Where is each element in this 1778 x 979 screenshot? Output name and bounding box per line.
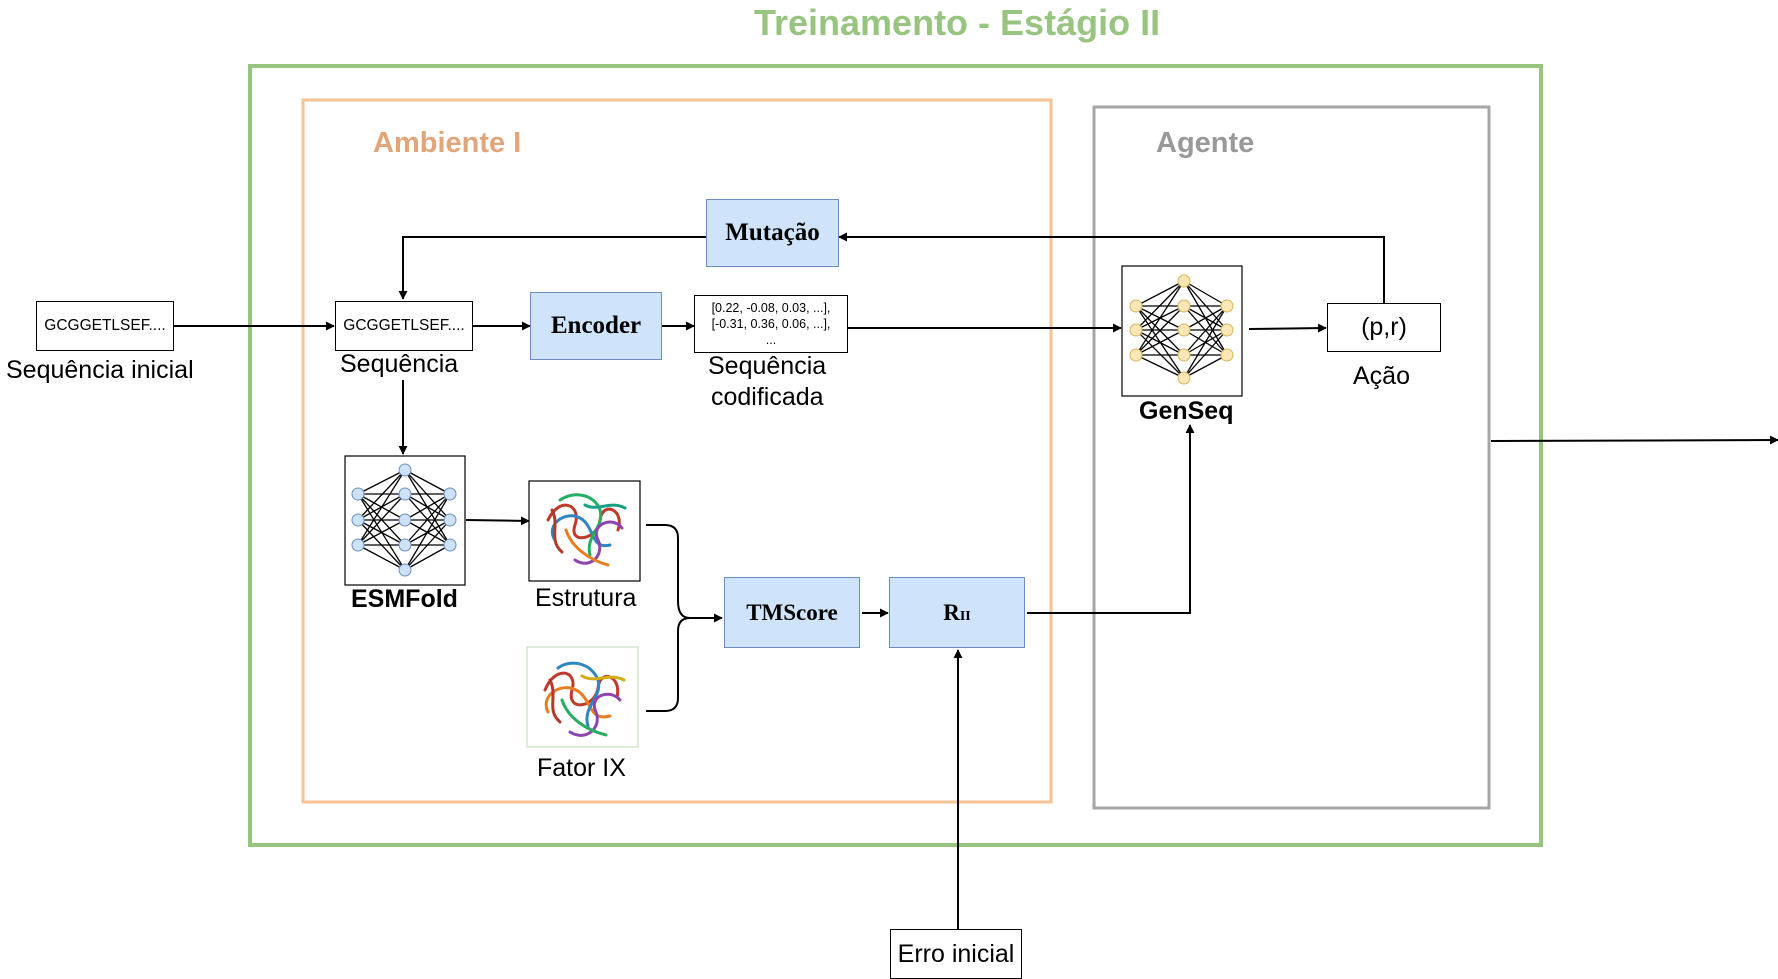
arrow-action-to-mutation bbox=[838, 232, 1385, 304]
arrow-esmfold-to-structure bbox=[465, 516, 530, 526]
tmscore-label: TMScore bbox=[746, 599, 838, 625]
bracket-structure bbox=[646, 524, 691, 619]
sequence-box: GCGGETLSEF.... bbox=[335, 301, 473, 351]
reward-label-subscript: II bbox=[959, 608, 971, 624]
tmscore-box: TMScore bbox=[724, 577, 860, 648]
action-caption: Ação bbox=[1353, 362, 1410, 390]
agent-frame bbox=[1092, 105, 1491, 810]
structure-protein-icon bbox=[528, 480, 641, 582]
mutation-box: Mutação bbox=[706, 199, 839, 267]
esmfold-network-icon bbox=[344, 455, 466, 586]
initial-sequence-box: GCGGETLSEF.... bbox=[36, 301, 174, 351]
action-box: (p,r) bbox=[1327, 303, 1441, 352]
encoded-sequence-box: [0.22, -0.08, 0.03, ...], [-0.31, 0.36, … bbox=[694, 295, 848, 353]
genseq-network-icon bbox=[1121, 265, 1243, 397]
encoder-box: Encoder bbox=[530, 292, 662, 360]
initial-error-label: Erro inicial bbox=[897, 939, 1015, 968]
reward-box: RII bbox=[889, 577, 1025, 648]
encoded-sequence-caption-1: Sequência bbox=[708, 352, 827, 380]
action-value: (p,r) bbox=[1361, 313, 1407, 341]
outer-training-frame bbox=[248, 64, 1543, 847]
initial-sequence-caption: Sequência inicial bbox=[6, 356, 194, 384]
reward-label: RII bbox=[943, 600, 971, 626]
environment-label: Ambiente I bbox=[373, 127, 522, 159]
environment-frame bbox=[301, 98, 1053, 804]
reward-label-main: R bbox=[943, 599, 960, 625]
encoded-sequence-caption-2: codificada bbox=[711, 383, 824, 411]
encoder-label: Encoder bbox=[550, 312, 642, 339]
connectors bbox=[174, 232, 1778, 929]
structure-caption: Estrutura bbox=[535, 584, 637, 612]
diagram-title: Treinamento - Estágio II bbox=[754, 2, 1161, 43]
encoded-vector-line-1: [0.22, -0.08, 0.03, ...], bbox=[711, 301, 831, 315]
genseq-caption: GenSeq bbox=[1139, 397, 1234, 425]
bracket-factor-ix bbox=[646, 617, 691, 712]
factor-ix-caption: Fator IX bbox=[537, 754, 626, 782]
agent-label: Agente bbox=[1156, 127, 1255, 159]
arrow-genseq-to-action bbox=[1248, 323, 1327, 333]
mutation-label: Mutação bbox=[725, 219, 820, 246]
arrow-reward-to-genseq bbox=[1027, 424, 1195, 614]
encoded-vector-line-2: [-0.31, 0.36, 0.06, ...], bbox=[711, 317, 831, 331]
factor-ix-protein-icon bbox=[526, 646, 639, 748]
esmfold-caption: ESMFold bbox=[351, 585, 458, 613]
sequence-caption: Sequência bbox=[340, 350, 459, 378]
sequence-value: GCGGETLSEF.... bbox=[343, 317, 465, 334]
initial-sequence-value: GCGGETLSEF.... bbox=[44, 317, 166, 334]
initial-error-box: Erro inicial bbox=[890, 929, 1022, 979]
arrow-agent-output bbox=[1490, 435, 1778, 445]
arrow-mutation-to-sequence bbox=[398, 236, 706, 300]
encoded-vector-ellipsis: ... bbox=[765, 333, 777, 347]
